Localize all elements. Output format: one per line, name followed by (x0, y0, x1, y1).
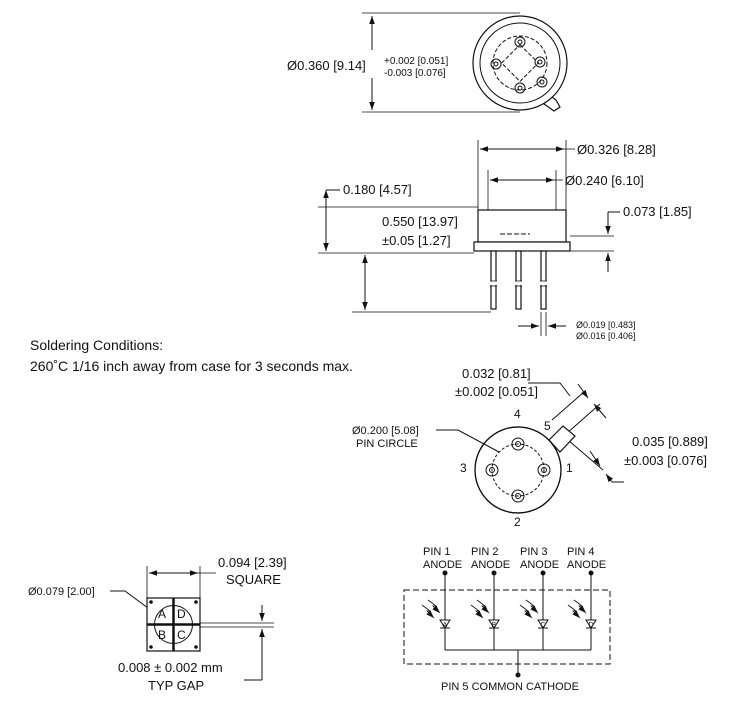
tab-width-label: 0.032 [0.81] (462, 366, 531, 381)
tab-length-label: 0.035 [0.889] (632, 434, 708, 449)
bottom-view: 0.032 [0.81] ±0.002 [0.051] 0.035 [0.889… (352, 366, 708, 529)
top-tol-minus: -0.003 [0.076] (384, 68, 446, 79)
photodiode-c: C (519, 573, 549, 650)
top-tol-plus: +0.002 [0.051] (384, 56, 448, 67)
quadrant-b: B (158, 628, 166, 642)
pin4-type: ANODE (567, 559, 606, 571)
soldering-title: Soldering Conditions: (30, 337, 163, 353)
pin2-name: PIN 2 (471, 546, 499, 558)
square-dim-label: 0.094 [2.39] (218, 555, 287, 570)
lead-dia-min: Ø0.016 [0.406] (576, 331, 636, 341)
diode-d-label: D (589, 622, 594, 629)
active-area-circle (154, 605, 193, 644)
orientation-tab-bottom (548, 425, 576, 453)
pin1-name: PIN 1 (423, 546, 451, 558)
pin-circle-label: PIN CIRCLE (356, 438, 418, 450)
pin3-type: ANODE (520, 559, 559, 571)
quadrant-c: C (177, 628, 186, 642)
gap-label: 0.008 ± 0.002 mm (118, 660, 223, 675)
tab-length-tol: ±0.003 [0.076] (624, 453, 707, 468)
photodiode-a: A (421, 573, 451, 650)
soldering-text: 260˚C 1/16 inch away from case for 3 sec… (30, 358, 353, 374)
pin-circle-dia: Ø0.200 [5.08] (352, 425, 419, 437)
tab-width-tol: ±0.002 [0.051] (455, 384, 538, 399)
quadrant-a: A (158, 607, 166, 621)
cap-height-label: 0.180 [4.57] (343, 182, 412, 197)
lead-length-tol: ±0.05 [1.27] (382, 233, 451, 248)
diode-a-label: A (443, 622, 448, 629)
lead-2 (515, 250, 522, 310)
can-outline (472, 15, 568, 111)
square-label: SQUARE (226, 572, 281, 587)
header-flange (473, 241, 571, 252)
can-cap (477, 209, 567, 243)
pin-number-1: 1 (566, 461, 573, 475)
pin3-name: PIN 3 (520, 546, 548, 558)
diode-b-label: B (492, 622, 497, 629)
photodiode-d: D (567, 573, 597, 650)
package-boundary (403, 589, 611, 665)
quadrant-d: D (177, 607, 186, 621)
lead-length-label: 0.550 [13.97] (382, 214, 458, 229)
lead-3 (540, 250, 547, 310)
side-outer-diameter: Ø0.326 [8.28] (577, 142, 656, 157)
detector-diameter-label: Ø0.079 [2.00] (28, 586, 95, 598)
pin-number-4: 4 (514, 407, 521, 421)
lead-dia-max: Ø0.019 [0.483] (576, 320, 636, 330)
common-cathode-label: PIN 5 COMMON CATHODE (441, 681, 579, 693)
pin1-type: ANODE (423, 559, 462, 571)
pin-circle (491, 443, 545, 497)
pin-number-5: 5 (544, 419, 551, 433)
top-diameter-label: Ø0.360 [9.14] (287, 58, 366, 73)
detector-detail: 0.094 [2.39] SQUARE Ø0.079 [2.00] A D B … (28, 555, 287, 693)
pin2-type: ANODE (471, 559, 510, 571)
detector-square-outline (500, 43, 540, 83)
diode-c-label: C (541, 622, 546, 629)
gap-typ-label: TYP GAP (148, 678, 204, 693)
schematic: PIN 1 ANODE PIN 2 ANODE PIN 3 ANODE PIN … (403, 546, 611, 693)
side-view: Ø0.326 [8.28] Ø0.240 [6.10] 0.180 [4.57]… (318, 140, 692, 341)
pin-number-2: 2 (514, 515, 521, 529)
pin4-name: PIN 4 (567, 546, 595, 558)
pin-number-3: 3 (460, 461, 467, 475)
side-inner-diameter: Ø0.240 [6.10] (565, 173, 644, 188)
top-view: Ø0.360 [9.14] +0.002 [0.051] -0.003 [0.0… (287, 12, 568, 113)
lead-1 (490, 250, 497, 310)
photodiode-b: B (470, 573, 500, 650)
flange-label: 0.073 [1.85] (623, 204, 692, 219)
